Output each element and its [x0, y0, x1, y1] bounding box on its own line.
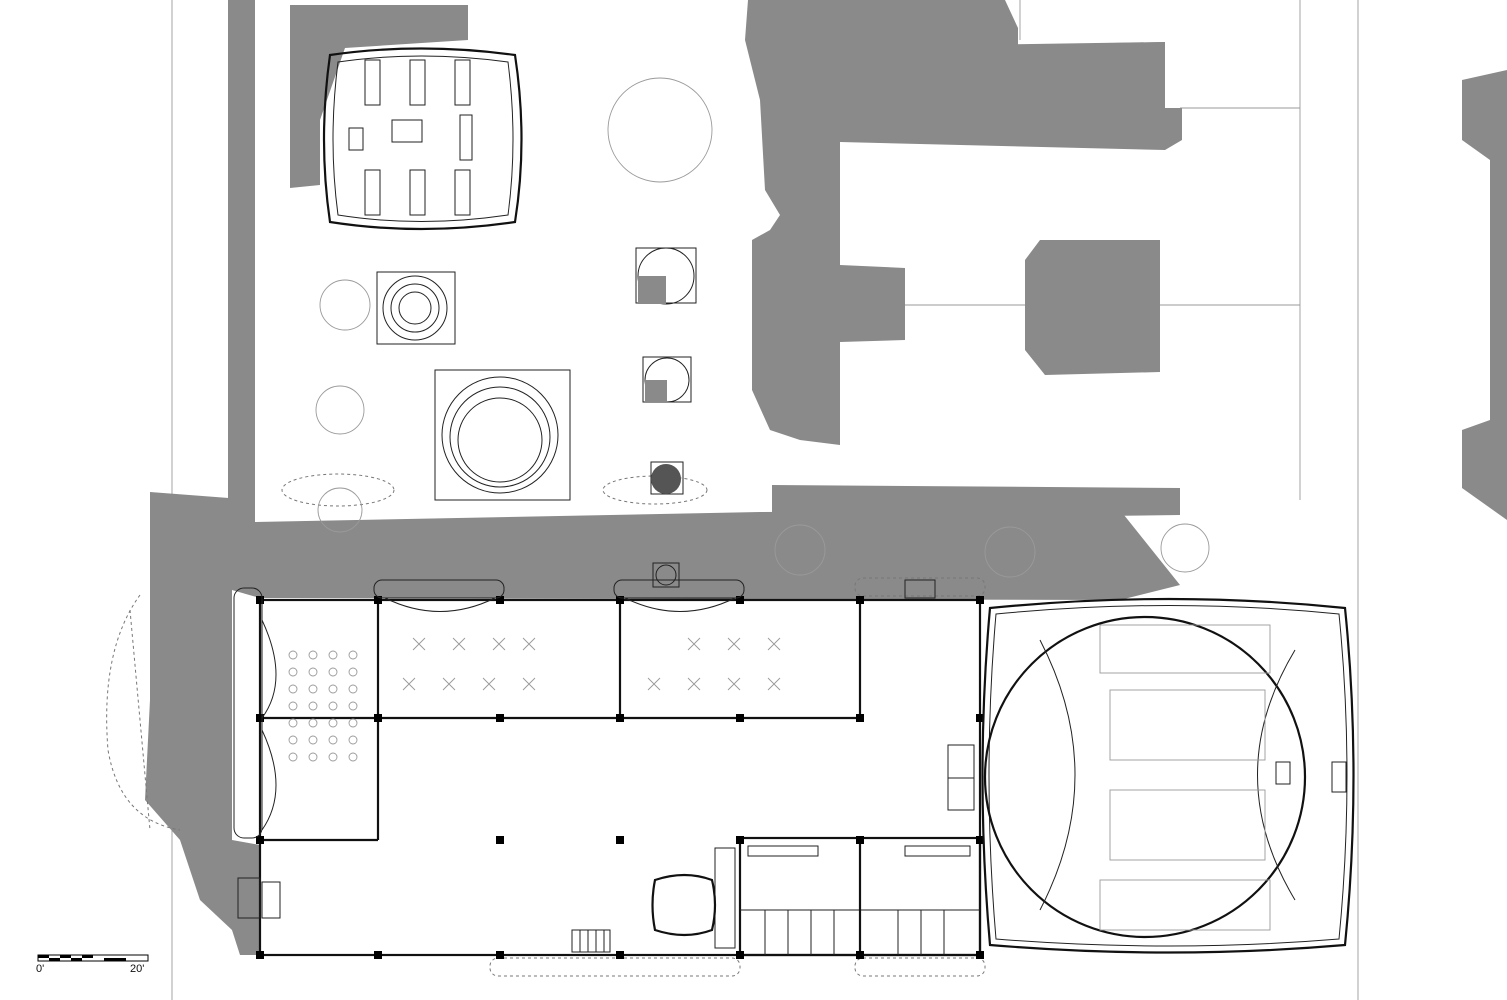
scale-bar-start-label: 0' [36, 963, 45, 975]
structural-columns [256, 596, 984, 959]
restroom-stalls [747, 845, 971, 955]
scale-bar [37, 954, 149, 962]
trees [315, 77, 1210, 578]
north-facade-panels [233, 562, 936, 919]
main-building-walls [258, 598, 982, 957]
canopy-outlines [106, 473, 986, 977]
cafe-tables [402, 637, 781, 691]
desk-grid [348, 59, 473, 216]
lobby-stair [571, 744, 975, 953]
west-room-seating [288, 650, 358, 762]
auditorium [981, 597, 1355, 954]
auditorium-seating [1099, 624, 1271, 931]
garden-pavilions [376, 247, 697, 501]
top-pavilion [322, 47, 523, 231]
scale-bar-end-label: 20' [130, 963, 145, 975]
